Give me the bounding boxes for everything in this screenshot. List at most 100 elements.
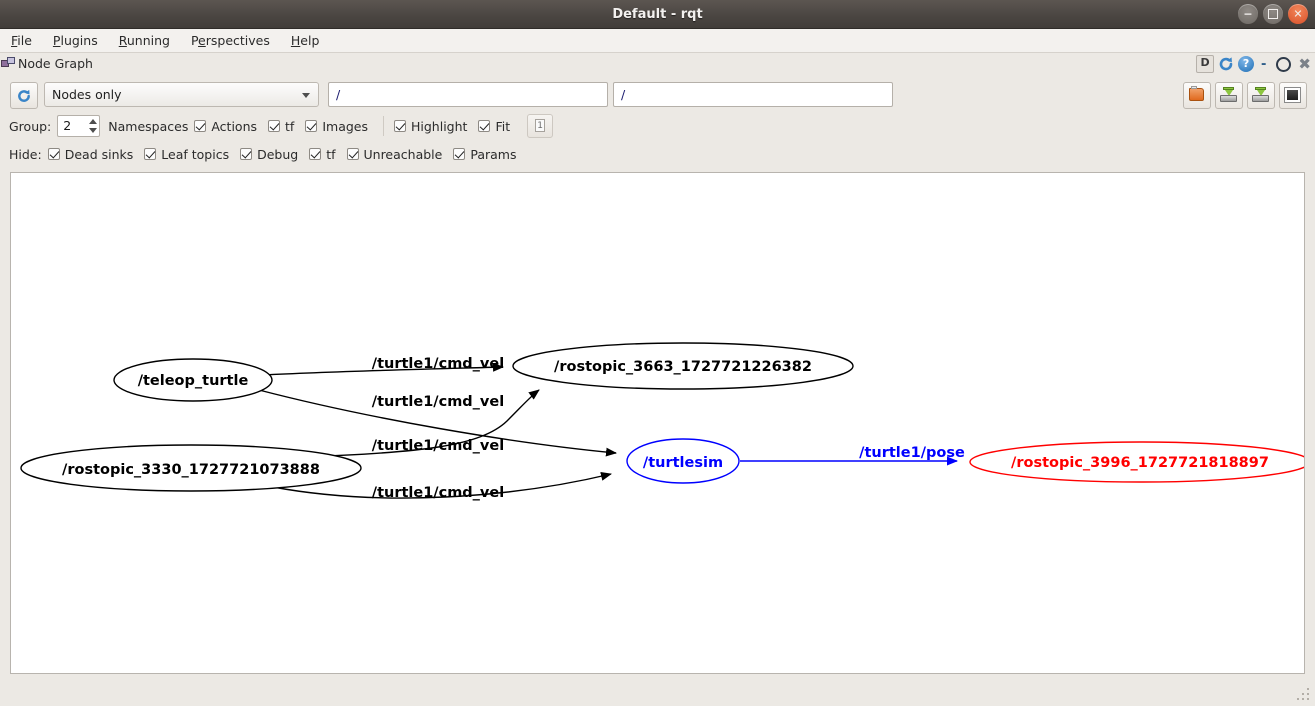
- graph-node-rostopic-3330-label: /rostopic_3330_1727721073888: [62, 462, 320, 478]
- graph-node-rostopic-3996[interactable]: /rostopic_3996_1727721818897: [969, 441, 1304, 483]
- spinner-up-icon[interactable]: [89, 119, 98, 124]
- dock-refresh-icon[interactable]: [1218, 56, 1234, 72]
- checkbox-images-box: [305, 120, 318, 132]
- refresh-icon-svg: [1219, 57, 1233, 71]
- menu-item-plugins[interactable]: Plugins: [51, 32, 100, 49]
- checkbox-dead-sinks[interactable]: Dead sinks: [47, 146, 134, 162]
- refresh-icon: [18, 89, 30, 102]
- node-graph-svg: /turtle1/cmd_vel /turtle1/cmd_vel /turtl…: [20, 342, 1304, 501]
- menu-perspectives-mnemonic: e: [198, 33, 206, 48]
- edge-rostopic3330-to-rostopic3663[interactable]: [299, 389, 540, 458]
- window-minimize-button[interactable]: −: [1238, 4, 1258, 24]
- checkbox-images-label: Images: [322, 118, 368, 134]
- checkbox-unreachable[interactable]: Unreachable: [346, 147, 442, 162]
- dock-d-button[interactable]: D: [1196, 55, 1215, 73]
- edge-label-0: /turtle1/cmd_vel: [372, 356, 504, 372]
- menu-perspectives-post: rspectives: [205, 33, 270, 48]
- dock-title: Node Graph: [18, 56, 93, 71]
- graph-hide-row: Hide: Dead sinks Leaf topics Debug tf Un…: [0, 142, 1315, 166]
- checkbox-tf[interactable]: tf: [268, 119, 294, 134]
- hide-label: Hide:: [9, 146, 42, 162]
- checkbox-actions-label: Actions: [211, 118, 258, 134]
- close-icon: ✕: [1293, 7, 1303, 21]
- dock-help-icon[interactable]: ?: [1238, 56, 1255, 72]
- checkbox-fit-label: Fit: [495, 118, 511, 134]
- dock-float-button[interactable]: [1276, 56, 1292, 72]
- edge-label-3: /turtle1/cmd_vel: [372, 485, 504, 501]
- graph-node-rostopic-3663-label: /rostopic_3663_1727721226382: [554, 359, 812, 375]
- checkbox-dead-sinks-box: [47, 148, 60, 160]
- node-graph-icon: [1, 57, 15, 70]
- group-spinbox[interactable]: 2: [57, 115, 101, 137]
- save-disk: [1252, 95, 1269, 102]
- checkbox-params-label: Params: [470, 146, 517, 162]
- edge-rostopic3330-to-turtlesim[interactable]: [272, 471, 612, 499]
- namespace-filter-input[interactable]: /: [328, 82, 608, 107]
- checkbox-unreachable-box: [346, 148, 359, 160]
- graph-node-rostopic-3330[interactable]: /rostopic_3330_1727721073888: [20, 444, 362, 492]
- checkbox-hide-tf[interactable]: tf: [309, 146, 336, 162]
- graph-node-turtlesim[interactable]: /turtlesim: [626, 438, 740, 484]
- checkbox-params-box: [453, 148, 466, 160]
- save-as-svg-button[interactable]: [1247, 82, 1275, 109]
- checkbox-params[interactable]: Params: [453, 147, 516, 162]
- spinner-down-icon[interactable]: [89, 128, 98, 133]
- graph-edge-labels: /turtle1/cmd_vel /turtle1/cmd_vel /turtl…: [372, 356, 965, 501]
- fit-in-view-button[interactable]: 1: [527, 114, 554, 138]
- image-icon: [1284, 87, 1301, 103]
- folder-open-icon: [1189, 86, 1204, 101]
- checkbox-images[interactable]: Images: [305, 119, 368, 134]
- edge-label-2: /turtle1/cmd_vel: [372, 438, 504, 454]
- checkbox-fit[interactable]: Fit: [478, 119, 510, 134]
- graph-node-turtlesim-label: /turtlesim: [643, 455, 723, 471]
- checkbox-leaf-topics-label: Leaf topics: [161, 146, 230, 162]
- window-maximize-button[interactable]: [1263, 4, 1283, 24]
- graph-node-rostopic-3663[interactable]: /rostopic_3663_1727721226382: [512, 342, 854, 390]
- checkbox-hide-tf-label: tf: [326, 146, 336, 162]
- edge-label-1: /turtle1/cmd_vel: [372, 394, 504, 410]
- checkbox-leaf-topics[interactable]: Leaf topics: [144, 147, 229, 162]
- menubar: File Plugins Running Perspectives Help: [0, 29, 1315, 53]
- topic-filter-input[interactable]: /: [613, 82, 893, 107]
- edge-teleop-to-turtlesim[interactable]: [258, 389, 617, 457]
- dock-controls: D ? - ✖: [1196, 55, 1311, 73]
- save-disk: [1220, 95, 1237, 102]
- graph-edges: [258, 362, 958, 499]
- graph-type-combobox[interactable]: Nodes only: [44, 82, 319, 107]
- save-arrow: [1223, 87, 1234, 96]
- menu-file-post: ile: [17, 33, 32, 48]
- checkbox-actions[interactable]: Actions: [194, 119, 257, 134]
- graph-toolbar-right-buttons: [1183, 82, 1307, 109]
- save-dot-icon: [1220, 87, 1237, 102]
- checkbox-highlight-box: [394, 120, 406, 132]
- window-titlebar: Default - rqt − ✕: [0, 0, 1315, 29]
- save-as-image-button[interactable]: [1279, 82, 1307, 109]
- chevron-down-icon: [302, 93, 310, 98]
- dock-header: Node Graph D ? - ✖: [0, 54, 1315, 76]
- checkbox-debug-label: Debug: [257, 146, 299, 162]
- checkbox-leaf-topics-box: [144, 148, 157, 160]
- menu-item-perspectives[interactable]: Perspectives: [189, 32, 272, 49]
- menu-item-running[interactable]: Running: [117, 32, 172, 49]
- menu-help-post: elp: [300, 33, 320, 48]
- menu-plugins-post: lugins: [60, 33, 98, 48]
- edge-teleop-to-rostopic3663[interactable]: [261, 362, 504, 376]
- checkbox-tf-box: [268, 120, 281, 132]
- dock-close-button[interactable]: ✖: [1298, 55, 1311, 73]
- graph-node-teleop-turtle[interactable]: /teleop_turtle: [113, 358, 273, 402]
- resize-grip[interactable]: [1297, 688, 1311, 702]
- maximize-icon: [1268, 9, 1278, 19]
- checkbox-highlight[interactable]: Highlight: [394, 119, 467, 134]
- refresh-graph-button[interactable]: [10, 82, 38, 109]
- checkbox-dead-sinks-label: Dead sinks: [64, 146, 134, 162]
- dock-minimize-button[interactable]: -: [1261, 56, 1267, 72]
- checkbox-debug[interactable]: Debug: [240, 147, 298, 162]
- save-dot-button[interactable]: [1215, 82, 1243, 109]
- menu-running-post: unning: [126, 33, 170, 48]
- node-graph-view[interactable]: /turtle1/cmd_vel /turtle1/cmd_vel /turtl…: [10, 172, 1305, 674]
- menu-item-help[interactable]: Help: [289, 32, 322, 49]
- menu-item-file[interactable]: File: [9, 32, 34, 49]
- load-dot-button[interactable]: [1183, 82, 1211, 109]
- menu-running-mnemonic: R: [118, 33, 127, 48]
- window-close-button[interactable]: ✕: [1288, 4, 1308, 24]
